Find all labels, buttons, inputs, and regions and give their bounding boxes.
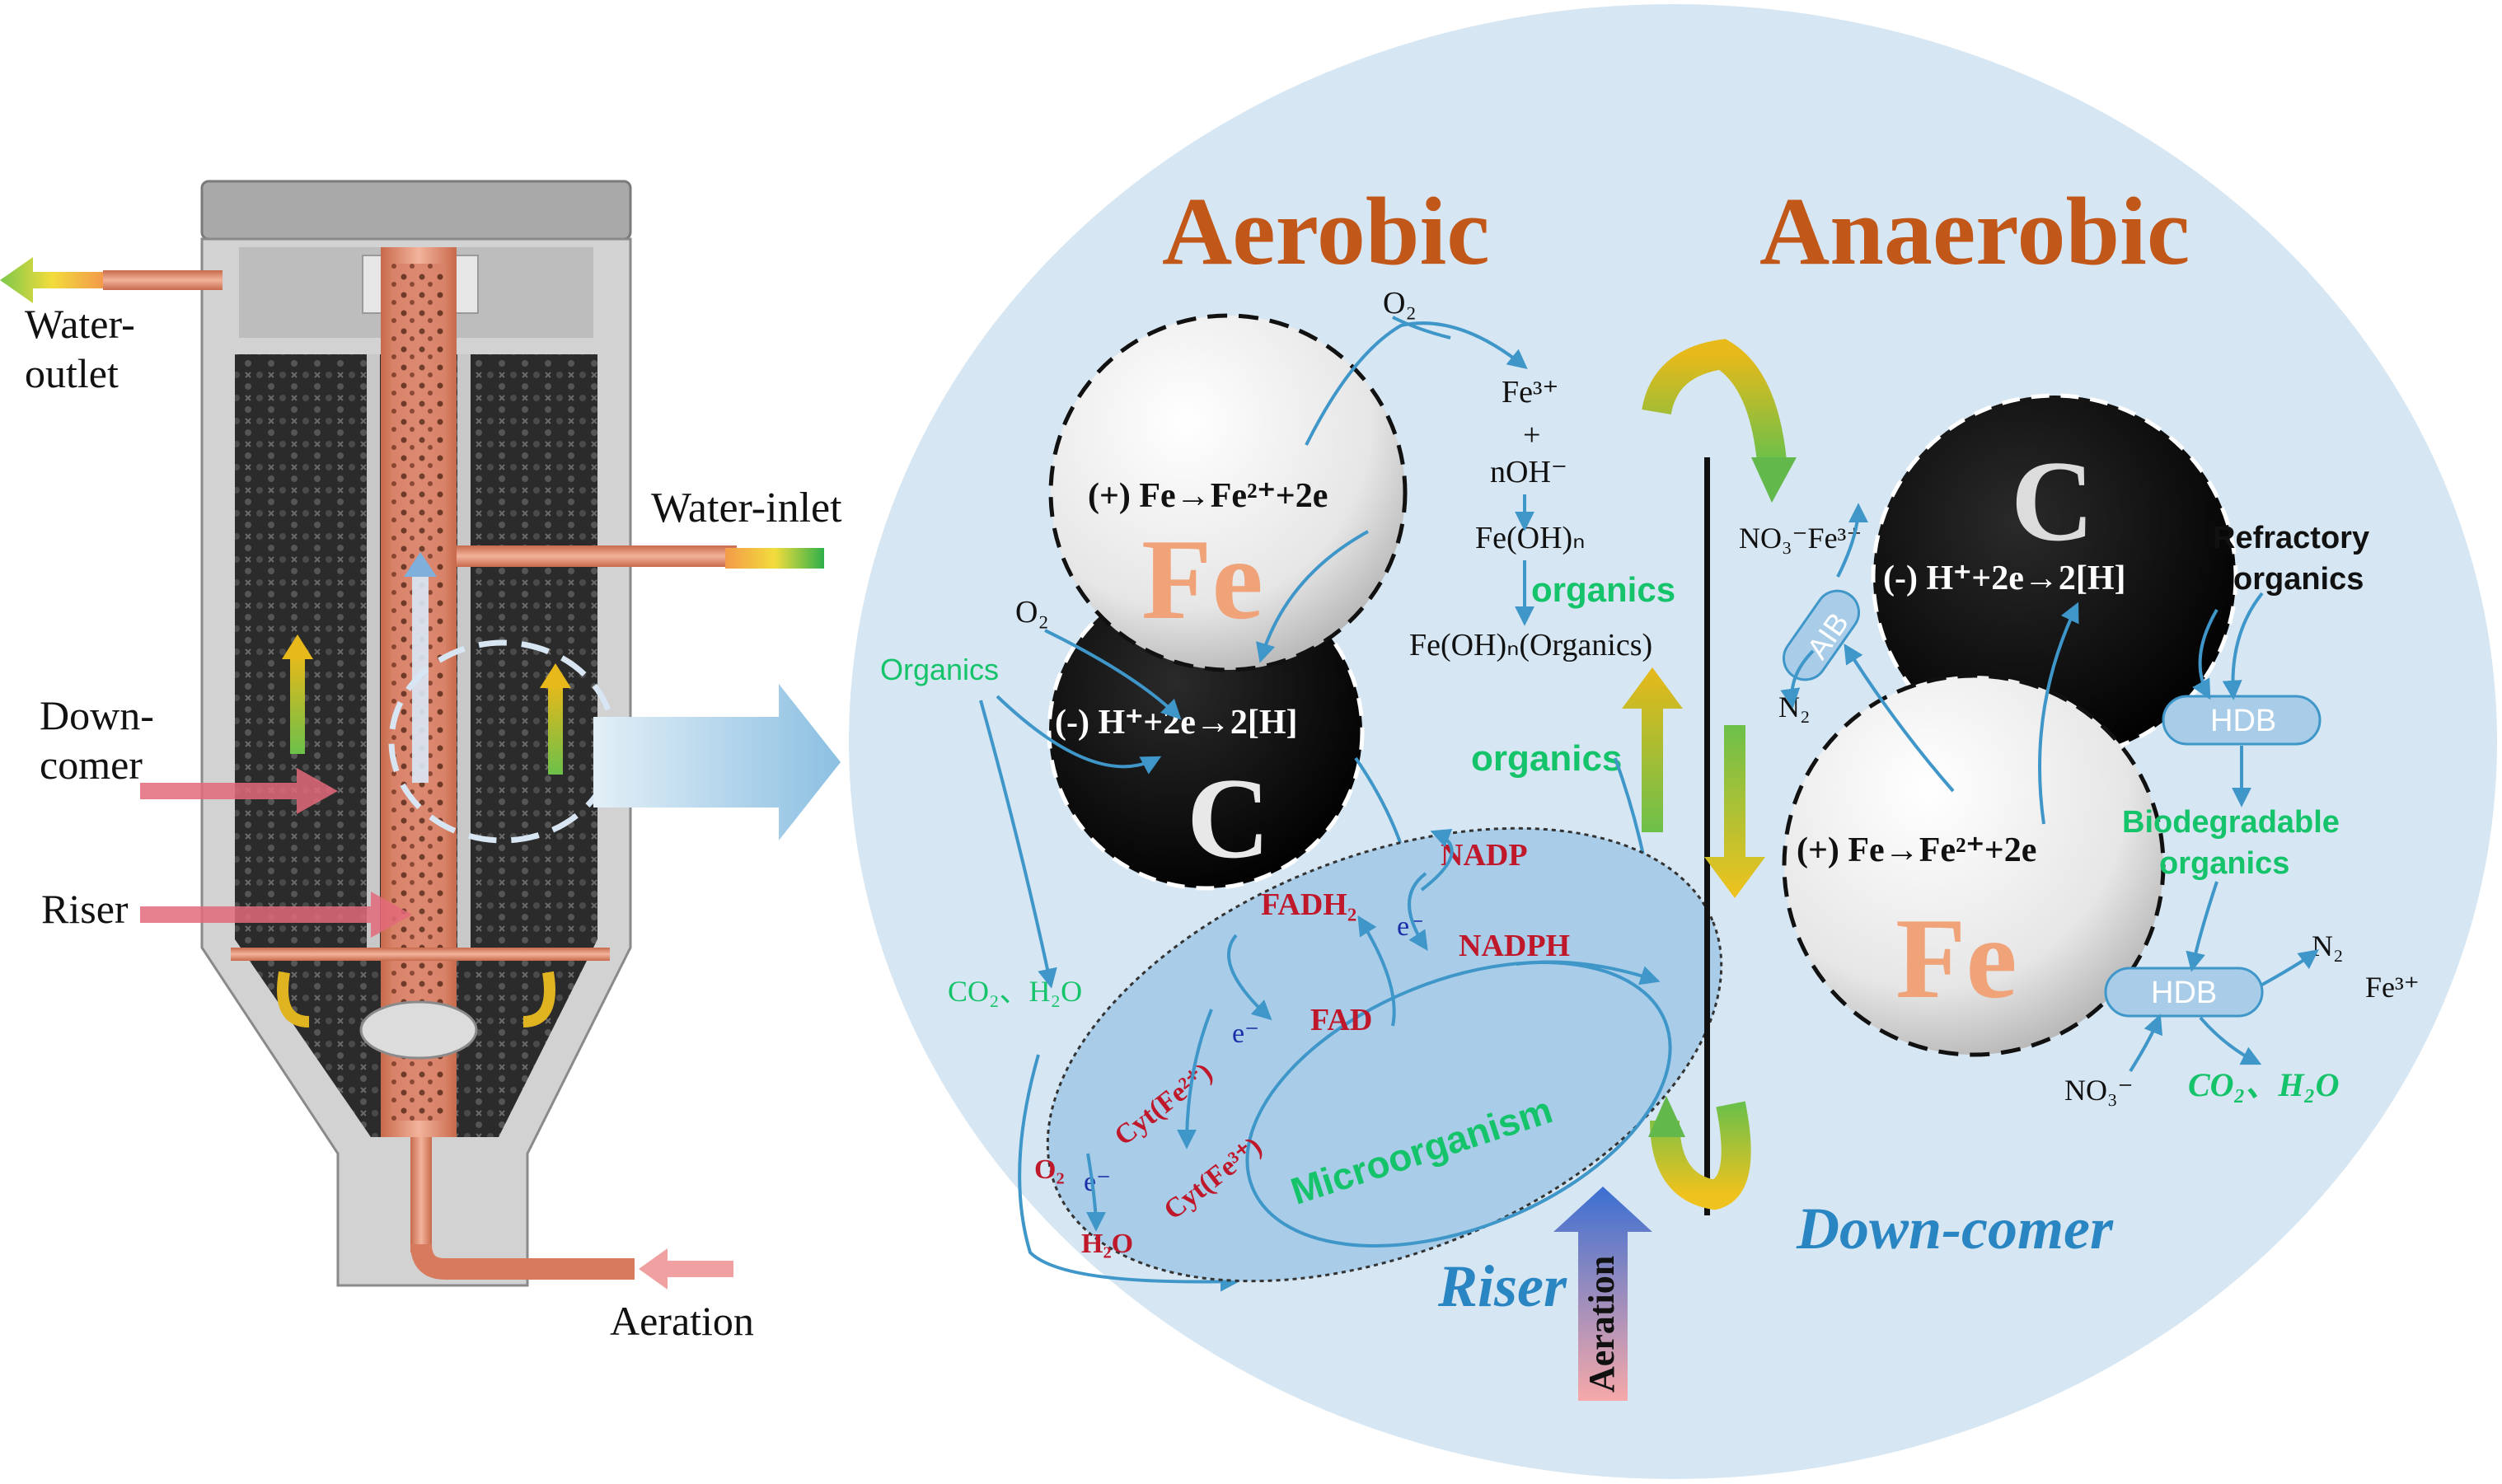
feoh-organics: Fe(OH)ₙ(Organics) <box>1409 628 1652 662</box>
gas-distributor <box>359 1000 478 1060</box>
riser-zone-label: Riser <box>1437 1253 1567 1319</box>
refractory-organics-2: organics <box>2233 562 2364 597</box>
refractory-organics: Refractory <box>2213 521 2369 555</box>
no3-bottom: NO₃⁻ <box>2064 1074 2134 1107</box>
down-comer-label: Down- <box>40 692 154 738</box>
circulation-bottom <box>1650 1101 1751 1210</box>
water-outlet-label: Water- <box>25 301 135 347</box>
hdb-label-2: HDB <box>2151 976 2217 1010</box>
aeration-arrow-left <box>639 1248 733 1290</box>
reactor-illustration: Water- outlet Water-inlet Down- comer Ri… <box>0 180 842 1344</box>
anaerobic-title: Anaerobic <box>1759 177 2190 285</box>
water-outlet-label-2: outlet <box>25 350 119 396</box>
organics-left: Organics <box>880 653 999 686</box>
water-inlet-label: Water-inlet <box>651 485 842 531</box>
reactor-lid <box>200 180 632 241</box>
water-outlet-arrow <box>0 257 103 303</box>
nadph: NADPH <box>1459 929 1570 963</box>
nadp: NADP <box>1441 838 1528 873</box>
no3-fe3: NO₃⁻Fe³⁺ <box>1739 522 1862 555</box>
organics-green-top: organics <box>1531 570 1675 609</box>
down-comer-zone-label: Down-comer <box>1796 1196 2114 1262</box>
riser-label: Riser <box>41 886 129 932</box>
riser-arrow <box>140 892 412 938</box>
down-comer-arrow <box>140 768 338 814</box>
hdb-label-1: HDB <box>2210 704 2276 738</box>
anaerobic-c-symbol: C <box>2011 438 2094 565</box>
aerobic-title: Aerobic <box>1162 177 1490 285</box>
zoom-arrow <box>593 684 841 840</box>
anaerobic-fe-particle <box>1782 673 2166 1057</box>
biodegradable-organics-2: organics <box>2159 846 2289 881</box>
aerobic-fe-symbol: Fe <box>1141 516 1263 644</box>
circulation-top <box>1642 339 1787 463</box>
h2o-micro: H₂O <box>1081 1229 1133 1259</box>
aeration-up-arrow <box>1553 1187 1652 1401</box>
mechanism-panel: Aerobic Anaerobic (+) Fe→Fe²⁺+2e Fe (-) … <box>849 4 2497 1479</box>
biodegradable-organics: Biodegradable <box>2122 805 2340 840</box>
down-comer-label-2: comer <box>40 742 143 788</box>
aib-bacteria <box>1782 589 1861 681</box>
organics-mid: organics <box>1471 738 1622 779</box>
aerobic-c-symbol: C <box>1187 755 1270 882</box>
fe3-right: Fe³⁺ <box>2365 971 2420 1004</box>
draft-tube-divider <box>1704 457 1710 1215</box>
o2-micro: O₂ <box>1034 1154 1065 1185</box>
co2-h2o-right: CO₂、H₂O <box>2188 1066 2339 1103</box>
fad: FAD <box>1310 1003 1372 1037</box>
o2-left: O₂ <box>1015 595 1049 630</box>
microorganism-inner <box>1245 961 1672 1248</box>
o2-top: O₂ <box>1383 286 1417 321</box>
water-inlet-arrow <box>725 548 824 569</box>
noh: nOH⁻ <box>1490 455 1567 489</box>
microorganism-cell <box>1046 826 1723 1283</box>
hdb-bacteria-2 <box>2104 967 2264 1018</box>
aerobic-fe-particle <box>1048 313 1408 672</box>
n2-right: N₂ <box>2312 929 2344 962</box>
electron-3: e⁻ <box>1084 1167 1111 1197</box>
anaerobic-c-reaction: (-) H⁺+2e→2[H] <box>1883 559 2126 597</box>
aeration-label-left: Aeration <box>610 1298 754 1344</box>
aerobic-c-reaction: (-) H⁺+2e→2[H] <box>1055 704 1298 742</box>
plus-sign: + <box>1523 418 1540 452</box>
co2-h2o-left: CO₂、H₂O <box>948 975 1082 1008</box>
aerobic-fe-reaction: (+) Fe→Fe²⁺+2e <box>1088 477 1328 515</box>
riser-updraft <box>1622 667 1683 832</box>
aeration-zone-label: Aeration <box>1581 1256 1622 1393</box>
anaerobic-fe-symbol: Fe <box>1895 895 2017 1023</box>
electron-2: e⁻ <box>1232 1018 1259 1049</box>
anaerobic-fe-reaction: (+) Fe→Fe²⁺+2e <box>1797 831 2036 869</box>
downcomer-flow <box>1704 725 1765 898</box>
fadh2: FADH₂ <box>1261 887 1356 922</box>
feoh: Fe(OH)ₙ <box>1475 521 1585 555</box>
fe3-aerobic: Fe³⁺ <box>1502 375 1558 410</box>
n2-left: N₂ <box>1778 691 1811 723</box>
